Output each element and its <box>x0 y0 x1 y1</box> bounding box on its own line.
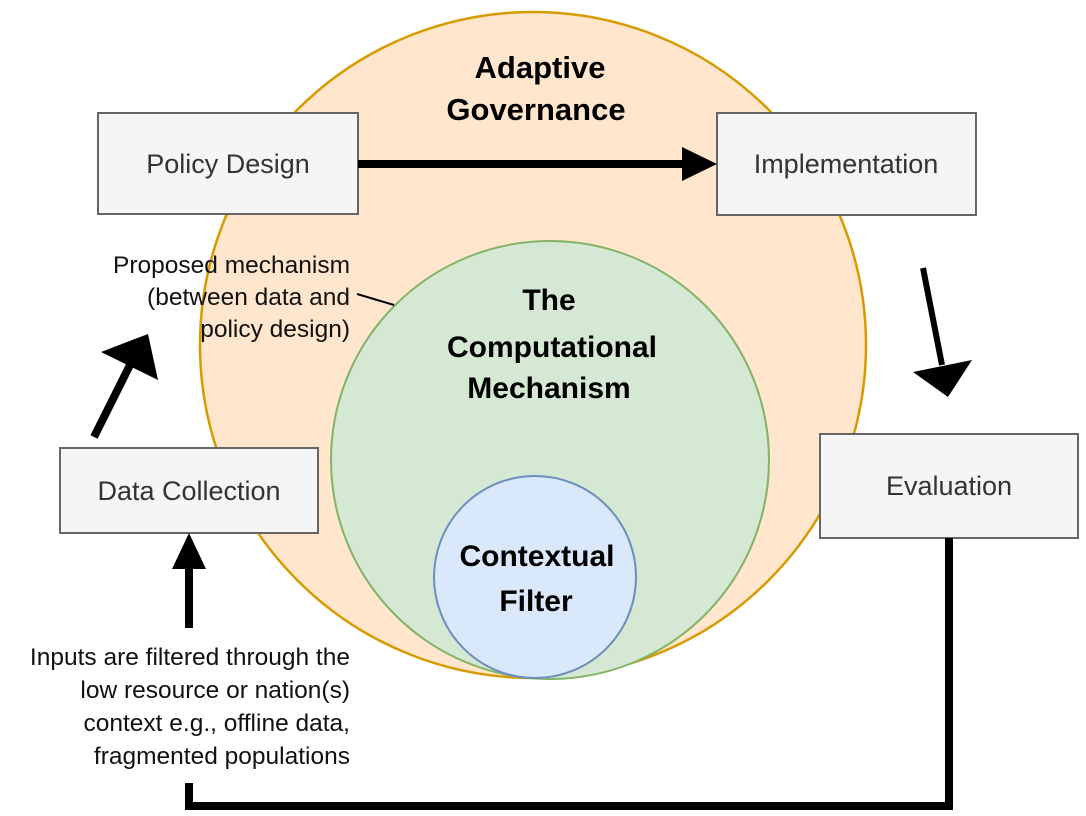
mechanism-title-line3: Mechanism <box>467 372 630 405</box>
implementation-label: Implementation <box>754 149 939 179</box>
data-collection-label: Data Collection <box>97 476 280 506</box>
inputs-filtered-note-line1: Inputs are filtered through the <box>30 644 350 671</box>
inputs-filtered-note-line2: low resource or nation(s) <box>80 677 350 704</box>
inputs-filtered-note-line3: context e.g., offline data, <box>83 710 350 737</box>
proposed-mechanism-note-line3: policy design) <box>200 316 350 343</box>
arrow-implementation-to-evaluation <box>913 267 972 397</box>
arrow-data-to-policy <box>90 334 158 439</box>
mechanism-title-line2: Computational <box>447 331 657 364</box>
adaptive-governance-title-line1: Adaptive <box>475 50 606 85</box>
proposed-mechanism-note-line1: Proposed mechanism <box>113 252 350 279</box>
inputs-filtered-note-line4: fragmented populations <box>94 743 350 770</box>
arrow-evaluation-to-data-collection <box>172 533 953 810</box>
proposed-mechanism-note-line2: (between data and <box>147 284 350 311</box>
implementation-box[interactable]: Implementation <box>716 112 977 216</box>
proposed-mechanism-callout-line <box>356 293 395 306</box>
policy-design-box[interactable]: Policy Design <box>97 112 359 215</box>
filter-title-line2: Filter <box>499 585 573 618</box>
arrow-policy-to-implementation <box>358 147 717 181</box>
policy-design-label: Policy Design <box>146 149 310 179</box>
mechanism-title-line1: The <box>522 284 575 317</box>
adaptive-governance-title-line2: Governance <box>446 92 625 127</box>
evaluation-box[interactable]: Evaluation <box>819 433 1079 539</box>
contextual-filter-circle <box>433 475 637 679</box>
data-collection-box[interactable]: Data Collection <box>59 447 319 534</box>
evaluation-label: Evaluation <box>886 471 1012 501</box>
filter-title-line1: Contextual <box>459 540 614 573</box>
